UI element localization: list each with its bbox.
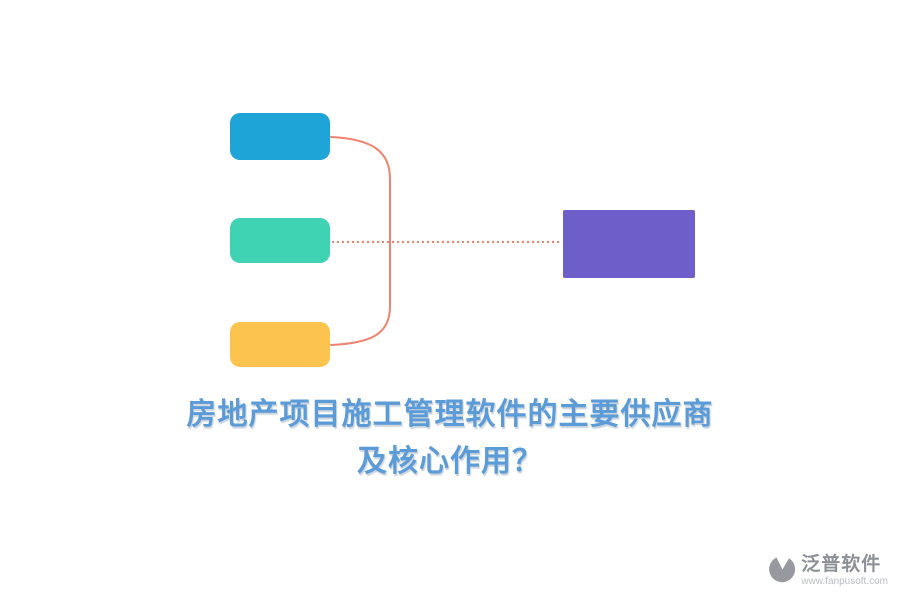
supplier-node-bottom (230, 322, 330, 367)
diagram-title-line1: 房地产项目施工管理软件的主要供应商 (186, 398, 714, 431)
fanpu-logo-text: 泛普软件 www.fanpusoft.com (801, 554, 888, 588)
fanpu-watermark: 泛普软件 www.fanpusoft.com (768, 554, 888, 588)
brand-name: 泛普软件 (801, 554, 882, 576)
bracket-connector (330, 136, 391, 346)
diagram-title-line2: 及核心作用？ (357, 444, 543, 478)
diagram-title: 房地产项目施工管理软件的主要供应商 及核心作用？ (0, 392, 900, 485)
fanpu-logo-icon (768, 556, 796, 588)
result-node (563, 210, 695, 278)
brand-website: www.fanpusoft.com (801, 576, 888, 587)
supplier-node-top (230, 113, 330, 160)
supplier-node-middle (230, 218, 330, 263)
